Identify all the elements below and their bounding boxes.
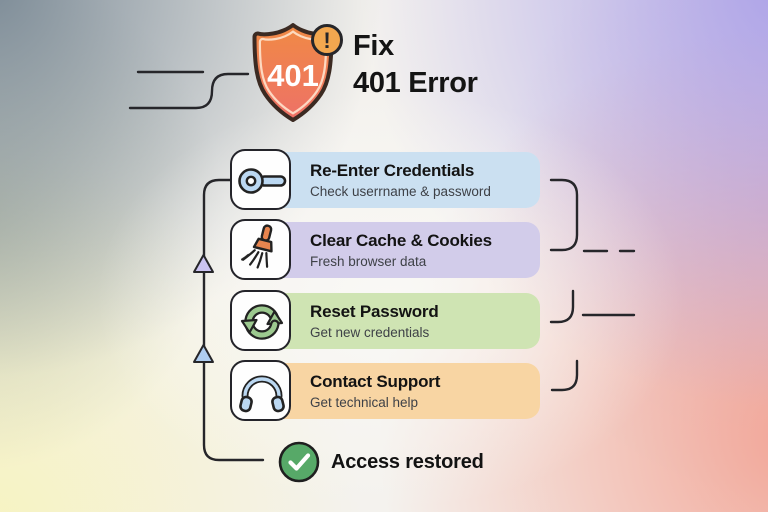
title-line-1: Fix <box>353 30 394 62</box>
flow-arrow-up-icon <box>193 254 214 273</box>
shield-code: 401 <box>267 58 319 93</box>
step-title: Re-Enter Credentials <box>310 161 475 180</box>
svg-text:!: ! <box>323 28 330 53</box>
headphones-icon <box>239 375 285 413</box>
step-row-contact-support: Contact Support Get technical help <box>230 360 540 422</box>
step-icon-box <box>230 360 291 421</box>
step-icon-box <box>230 219 291 280</box>
page-title: Fix 401 Error <box>353 28 478 102</box>
step-icon-box <box>230 290 291 351</box>
step-title: Contact Support <box>310 372 441 391</box>
step-row-clear-cache: Clear Cache & Cookies Fresh browser data <box>230 219 540 281</box>
shield-401-icon: 401 ! <box>235 20 351 126</box>
reset-icon <box>240 304 284 340</box>
title-line-2: 401 Error <box>353 67 478 99</box>
check-icon <box>277 440 321 484</box>
step-subtitle: Check userrname & password <box>310 184 491 199</box>
step-subtitle: Fresh browser data <box>310 254 427 269</box>
step-title: Clear Cache & Cookies <box>310 231 492 250</box>
key-icon <box>238 168 287 194</box>
result-label: Access restored <box>331 450 484 473</box>
step-title: Reset Password <box>310 302 439 321</box>
step-icon-box <box>230 149 291 210</box>
decor-bracket-right <box>549 178 579 252</box>
flow-arrow-up-icon <box>193 344 214 363</box>
step-subtitle: Get new credentials <box>310 325 430 340</box>
decor-hook-2 <box>549 289 575 324</box>
step-subtitle: Get technical help <box>310 395 419 410</box>
step-row-reset-password: Reset Password Get new credentials <box>230 290 540 352</box>
broom-icon <box>241 224 273 269</box>
step-row-reenter-credentials: Re-Enter Credentials Check userrname & p… <box>230 149 540 211</box>
alert-badge-icon: ! <box>311 24 343 56</box>
decor-line-scurve <box>128 72 250 110</box>
decor-hook-3 <box>550 359 579 392</box>
